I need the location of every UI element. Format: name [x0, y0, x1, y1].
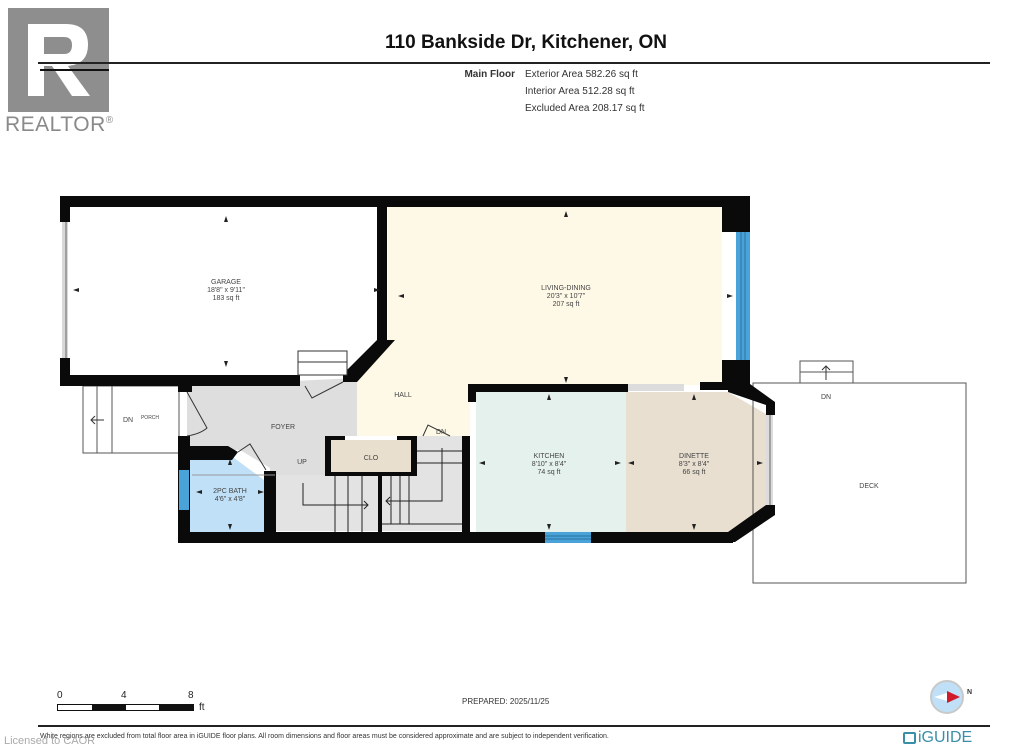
bath-dims: 4'6" x 4'8" — [215, 496, 246, 503]
floor-label: Main Floor — [464, 69, 515, 80]
dimension-arrows — [73, 211, 763, 530]
interior-area: Interior Area 512.28 sq ft — [525, 86, 635, 97]
scale-tick-4: 4 — [121, 690, 127, 701]
room-bath-fill — [190, 455, 268, 532]
footer-divider — [38, 725, 990, 727]
room-dinette-fill — [626, 392, 766, 532]
realtor-logo — [8, 8, 109, 112]
porch-arrow-icon — [90, 415, 104, 425]
realtor-r-icon — [28, 24, 109, 96]
door-gap-dinette — [628, 384, 684, 391]
dinette-dims: 8'3" x 8'4" — [679, 461, 710, 468]
living-dining-name: LIVING-DINING — [541, 285, 591, 292]
dinette-area: 66 sq ft — [683, 469, 706, 476]
stair-dn-label: DN — [436, 429, 446, 436]
walls — [60, 196, 775, 543]
clo-name: CLO — [364, 455, 379, 462]
door-swings — [186, 350, 451, 471]
iguide-brand-text: iGUIDE — [918, 729, 973, 746]
room-foyer-fill — [187, 378, 357, 530]
compass-icon — [930, 680, 964, 714]
license-watermark: Licensed to CAOR — [4, 735, 96, 747]
deck-outline — [752, 382, 967, 584]
porch-label: PORCH — [141, 415, 159, 421]
compass-north-label: N — [967, 689, 973, 696]
kitchen-dims: 8'10" x 8'4" — [532, 461, 567, 468]
title-divider — [38, 62, 990, 64]
kitchen-area: 74 sq ft — [538, 469, 561, 476]
scale-bar-graphic — [57, 704, 194, 711]
window-kitchen — [545, 532, 591, 543]
room-clo-fill — [330, 440, 413, 472]
hall-name: HALL — [394, 392, 412, 399]
room-stairs-fill — [275, 475, 470, 531]
deck-stair-arrow-icon — [821, 365, 831, 380]
bath-name: 2PC BATH — [213, 488, 247, 495]
living-dining-area: 207 sq ft — [553, 301, 580, 308]
stairs — [192, 450, 462, 532]
scale-tick-0: 0 — [57, 690, 63, 701]
disclaimer-text: White regions are excluded from total fl… — [40, 733, 609, 740]
garage-area: 183 sq ft — [213, 295, 240, 302]
deck-dn-label: DN — [821, 394, 831, 401]
exterior-area: Exterior Area 582.26 sq ft — [525, 69, 638, 80]
stair-down-arrow-icon — [385, 448, 443, 506]
porch-dn-label: DN — [123, 417, 133, 424]
living-dining-dims: 20'3" x 10'7" — [547, 293, 586, 300]
room-living-dining-fill — [357, 205, 722, 436]
window-bath — [179, 470, 189, 510]
garage-dims: 18'8" x 9'11" — [207, 287, 245, 294]
dinette-name: DINETTE — [679, 453, 709, 460]
stair-up-arrow-icon — [302, 483, 369, 510]
foyer-name: FOYER — [271, 424, 295, 431]
scale-unit: ft — [199, 702, 205, 713]
garage-name: GARAGE — [211, 279, 241, 286]
room-kitchen-fill — [476, 392, 626, 532]
deck-name: DECK — [859, 483, 879, 490]
iguide-logo-icon — [903, 732, 916, 744]
garage-door — [62, 222, 68, 358]
window-living — [736, 232, 750, 360]
excluded-area: Excluded Area 208.17 sq ft — [525, 103, 645, 114]
kitchen-name: KITCHEN — [534, 453, 565, 460]
scale-tick-8: 8 — [188, 690, 194, 701]
prepared-date: PREPARED: 2025/11/25 — [462, 697, 550, 706]
page-title: 110 Bankside Dr, Kitchener, ON — [385, 32, 667, 53]
stair-up-label: UP — [297, 459, 307, 466]
iguide-brand: iGUIDE — [903, 729, 972, 747]
realtor-wordmark: REALTOR® — [5, 113, 114, 136]
